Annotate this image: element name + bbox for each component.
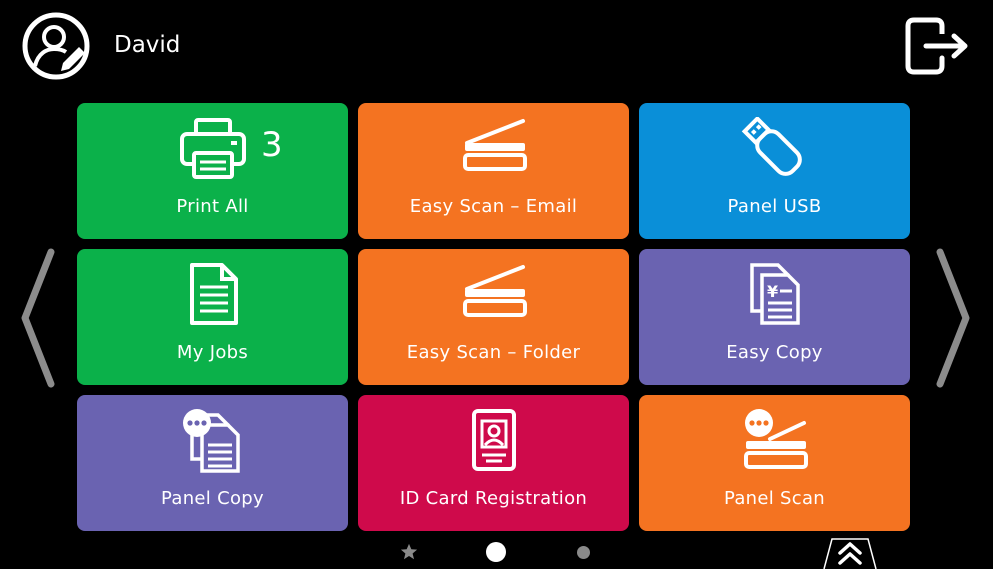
printer-icon [179,118,246,179]
scanner-icon [462,265,527,317]
tile-label: Print All [176,196,249,217]
tile-label: Panel Scan [723,488,826,509]
page-dot[interactable] [577,546,590,559]
user-avatar-icon[interactable] [21,11,91,81]
tile-label: Easy Scan – Folder [406,342,581,363]
tile-panel-usb[interactable]: Panel USB [639,103,910,239]
user-name: David [114,32,181,58]
document-icon [189,263,238,325]
panel-scan-icon [743,409,808,469]
print-job-count-badge: 3 [261,125,283,165]
top-bar: David [0,0,993,95]
tile-easy-scan-folder[interactable]: Easy Scan – Folder [358,249,629,385]
tile-easy-copy[interactable]: ¥ Easy Copy [639,249,910,385]
panel-copy-icon [182,409,240,473]
expand-up-chevron-icon[interactable] [820,537,880,569]
page-indicator [0,540,993,564]
usb-drive-icon [741,117,802,176]
logout-icon[interactable] [904,14,970,78]
app-grid: 3 Print All Easy Scan – Email Panel USB [77,103,910,531]
tile-easy-scan-email[interactable]: Easy Scan – Email [358,103,629,239]
next-page-arrow[interactable] [934,248,972,388]
svg-text:¥: ¥ [767,282,778,301]
tile-label: ID Card Registration [399,488,588,509]
copy-yen-icon: ¥ [749,263,800,325]
tile-print-all[interactable]: 3 Print All [77,103,348,239]
tile-panel-scan[interactable]: Panel Scan [639,395,910,531]
tile-label: Panel USB [727,196,822,217]
tile-label: Easy Scan – Email [409,196,578,217]
tile-label: Easy Copy [726,342,823,363]
tile-panel-copy[interactable]: Panel Copy [77,395,348,531]
home-page-star-icon[interactable] [400,543,418,561]
previous-page-arrow[interactable] [19,248,57,388]
tile-id-card-registration[interactable]: ID Card Registration [358,395,629,531]
id-card-icon [471,409,516,471]
tile-label: My Jobs [176,342,249,363]
tile-label: Panel Copy [161,488,264,509]
page-dot-current[interactable] [486,542,506,562]
scanner-icon [462,119,527,171]
tile-my-jobs[interactable]: My Jobs [77,249,348,385]
